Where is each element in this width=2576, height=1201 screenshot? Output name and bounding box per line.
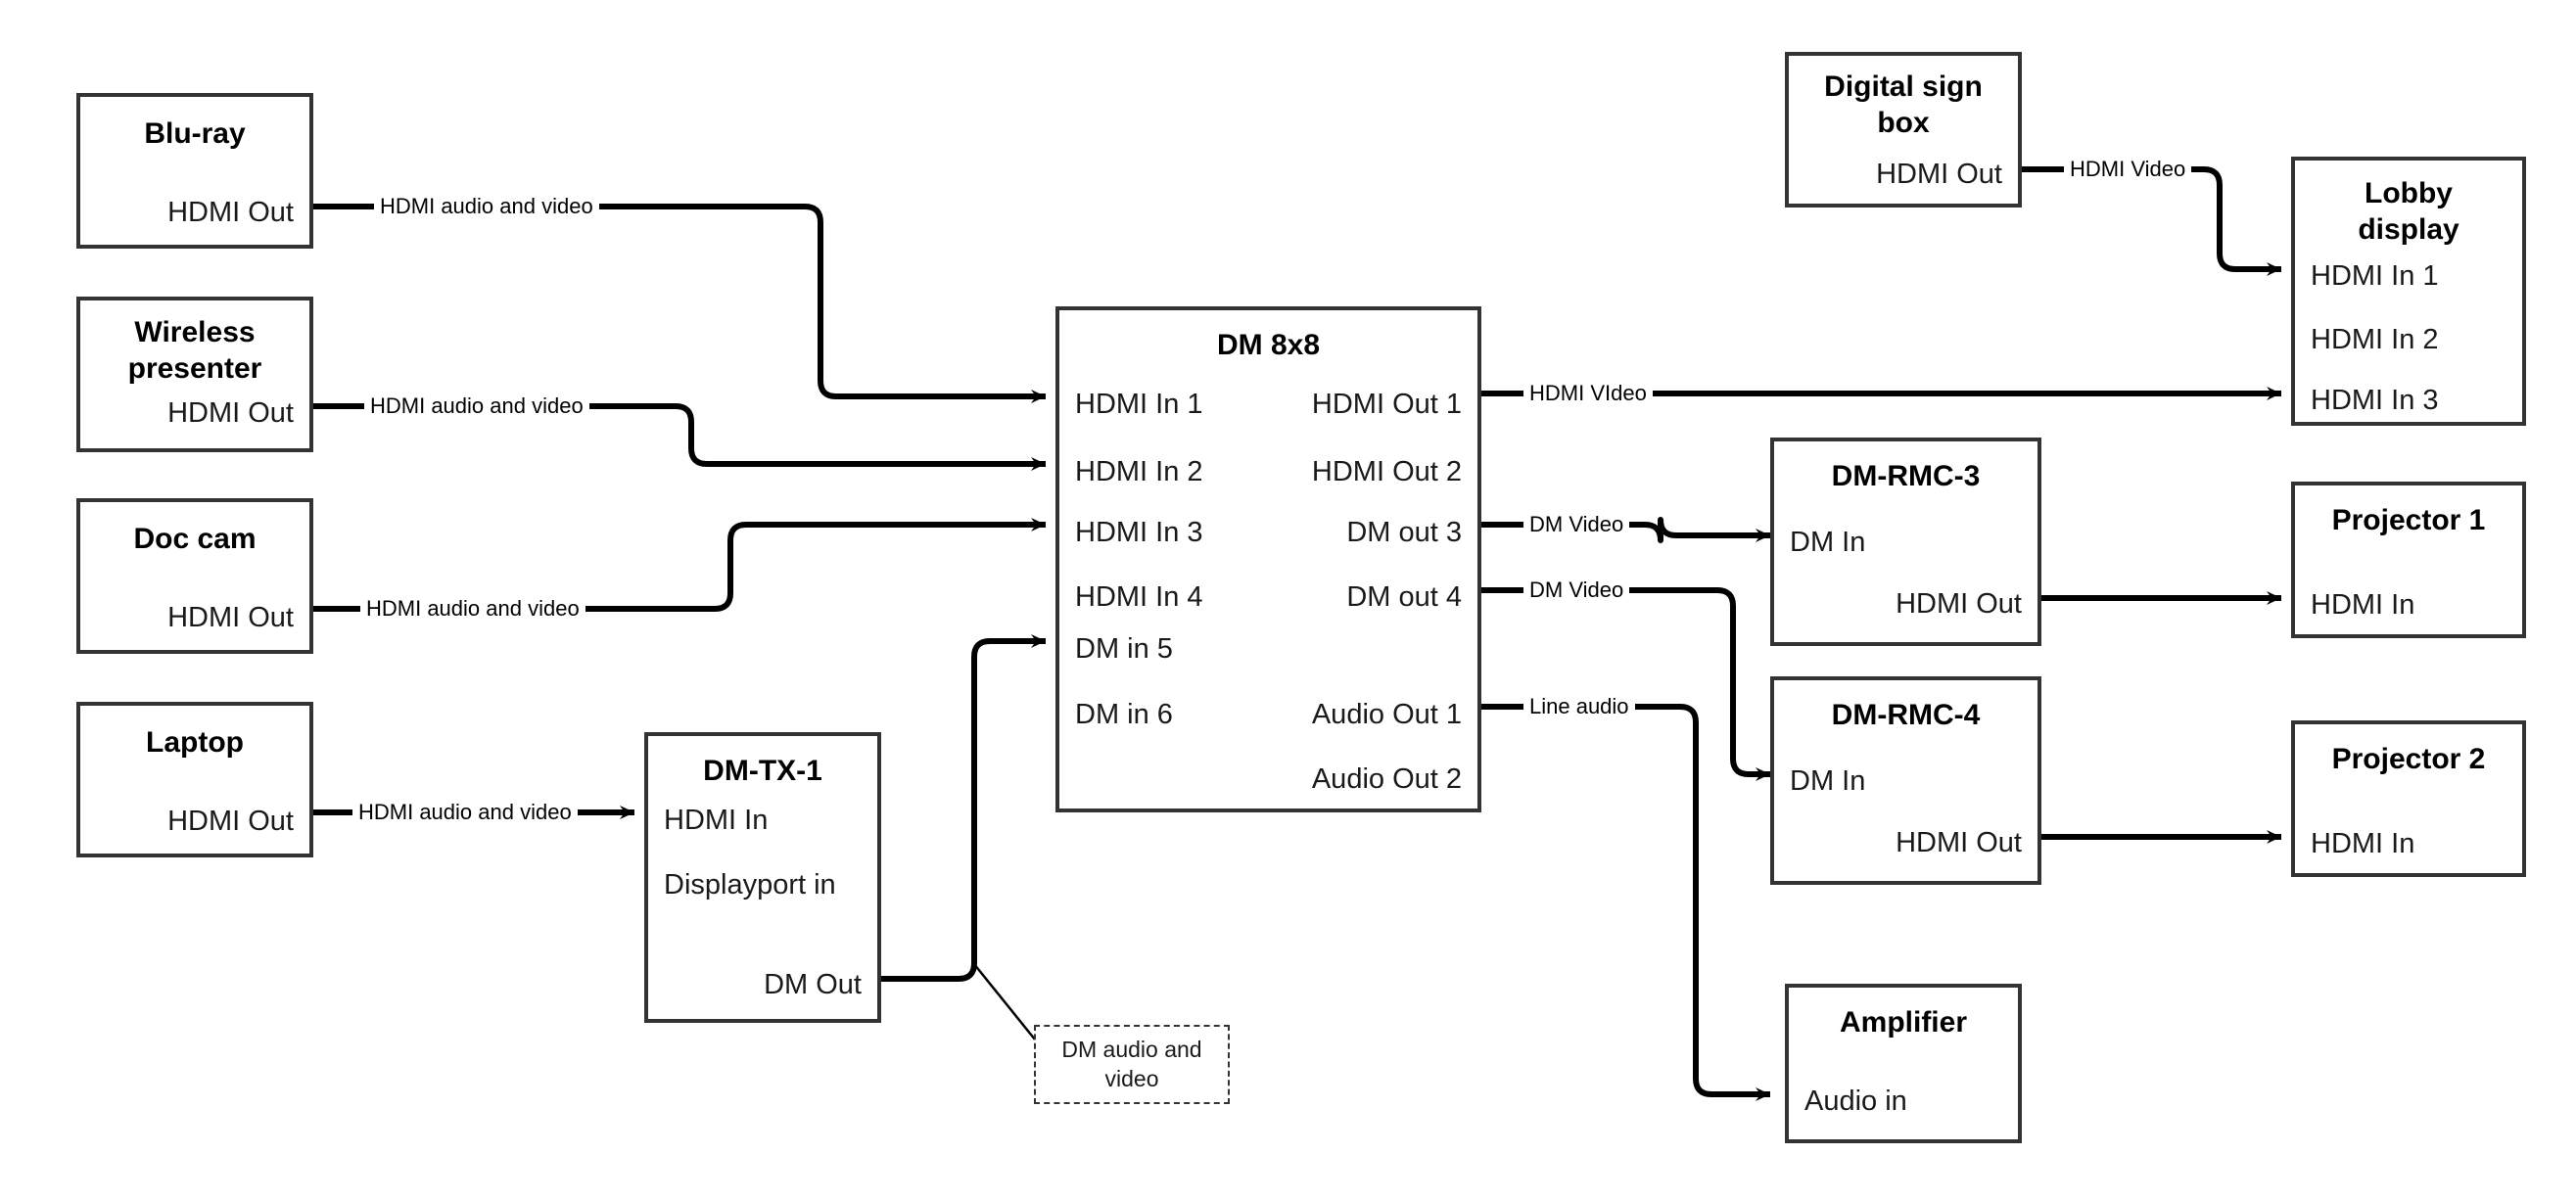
node-dm-tx-1-title: DM-TX-1 <box>703 755 822 787</box>
node-doc-cam-port-hdmi-out: HDMI Out <box>167 602 294 633</box>
node-projector-1[interactable]: Projector 1 HDMI In <box>2291 482 2526 638</box>
node-laptop[interactable]: Laptop HDMI Out <box>76 702 313 857</box>
node-amplifier[interactable]: Amplifier Audio in <box>1785 984 2022 1143</box>
node-dm-8x8-input-dm-in-6: DM in 6 <box>1075 699 1173 730</box>
node-digital-sign-box-title: Digital sign box <box>1824 70 1983 139</box>
node-bluray-title: Blu-ray <box>144 117 246 150</box>
node-dm-8x8-input-hdmi-in-2: HDMI In 2 <box>1075 456 1203 487</box>
node-doc-cam[interactable]: Doc cam HDMI Out <box>76 498 313 654</box>
node-dm-8x8-output-dm-out-4: DM out 4 <box>1346 581 1462 613</box>
node-dm-rmc-3-port-dm-in: DM In <box>1790 527 1866 558</box>
wire-wireless-to-dm8x8 <box>313 403 1046 471</box>
wire-sign-to-lobby <box>2022 166 2281 276</box>
node-lobby-display-input-hdmi-in-2: HDMI In 2 <box>2311 324 2439 355</box>
link-label-sign-to-lobby: HDMI Video <box>2064 157 2192 182</box>
node-digital-sign-box[interactable]: Digital sign box HDMI Out <box>1785 52 2022 208</box>
node-dm-8x8-output-hdmi-out-2: HDMI Out 2 <box>1311 456 1462 487</box>
node-amplifier-port-audio-in: Audio in <box>1804 1086 1907 1117</box>
node-bluray-port-hdmi-out: HDMI Out <box>167 197 294 228</box>
node-digital-sign-box-port-hdmi-out: HDMI Out <box>1876 159 2002 190</box>
node-laptop-title: Laptop <box>146 726 244 759</box>
node-dm-rmc-4[interactable]: DM-RMC-4 DM In HDMI Out <box>1770 676 2041 885</box>
wire-doccam-to-dm8x8 <box>313 518 1046 612</box>
wire-audioout1-to-amplifier <box>1481 704 1770 1101</box>
node-dm-8x8-output-hdmi-out-1: HDMI Out 1 <box>1311 389 1462 420</box>
node-dm-rmc-3-title: DM-RMC-3 <box>1831 460 1981 492</box>
link-label-hdmiout1-to-lobby: HDMI VIdeo <box>1523 381 1653 406</box>
node-amplifier-title: Amplifier <box>1839 1006 1968 1039</box>
node-dm-8x8-output-audio-out-2: Audio Out 2 <box>1311 763 1462 795</box>
link-label-wireless-to-dm8x8: HDMI audio and video <box>364 393 589 419</box>
link-label-audioout1-to-amplifier: Line audio <box>1523 694 1635 719</box>
node-bluray[interactable]: Blu-ray HDMI Out <box>76 93 313 249</box>
link-label-dmout4-to-rmc4: DM Video <box>1523 577 1630 603</box>
node-dm-8x8[interactable]: DM 8x8 HDMI In 1 HDMI In 2 HDMI In 3 HDM… <box>1055 306 1481 812</box>
node-dm-tx-1-port-dm-out: DM Out <box>764 969 862 1000</box>
node-dm-rmc-3-port-hdmi-out: HDMI Out <box>1896 588 2022 620</box>
node-dm-8x8-output-dm-out-3: DM out 3 <box>1346 517 1462 548</box>
node-lobby-display-input-hdmi-in-3: HDMI In 3 <box>2311 385 2439 416</box>
node-projector-2-port-hdmi-in: HDMI In <box>2311 828 2415 859</box>
node-lobby-display-title: Lobby display <box>2358 177 2459 246</box>
node-wireless-presenter[interactable]: Wireless presenter HDMI Out <box>76 297 313 452</box>
node-dm-tx-1-port-hdmi-in: HDMI In <box>664 805 769 836</box>
wire-dmtx1-to-dm8x8 <box>881 634 1046 982</box>
link-label-dmout3-to-rmc3: DM Video <box>1523 512 1630 537</box>
link-label-doccam-to-dm8x8: HDMI audio and video <box>360 596 585 622</box>
node-dm-rmc-4-port-dm-in: DM In <box>1790 765 1866 797</box>
node-wireless-presenter-port-hdmi-out: HDMI Out <box>167 397 294 429</box>
link-label-bluray-to-dm8x8: HDMI audio and video <box>374 194 599 219</box>
node-dm-8x8-input-hdmi-in-1: HDMI In 1 <box>1075 389 1203 420</box>
callout-dm-audio-and-video: DM audio and video <box>1034 1025 1230 1104</box>
node-projector-1-port-hdmi-in: HDMI In <box>2311 589 2415 621</box>
wire-dmout4-to-rmc4 <box>1481 587 1770 781</box>
node-laptop-port-hdmi-out: HDMI Out <box>167 806 294 837</box>
node-dm-8x8-title: DM 8x8 <box>1216 329 1321 361</box>
node-doc-cam-title: Doc cam <box>133 523 257 555</box>
node-lobby-display-input-hdmi-in-1: HDMI In 1 <box>2311 260 2439 292</box>
node-dm-8x8-output-audio-out-1: Audio Out 1 <box>1311 699 1462 730</box>
wire-bluray-to-dm8x8 <box>313 204 1046 403</box>
node-dm-tx-1[interactable]: DM-TX-1 HDMI In Displayport in DM Out <box>644 732 881 1023</box>
wire-dmout3-to-rmc3 <box>1481 517 1770 543</box>
callout-leader-line <box>973 963 1036 1040</box>
node-projector-1-title: Projector 1 <box>2331 504 2486 536</box>
node-projector-2[interactable]: Projector 2 HDMI In <box>2291 720 2526 877</box>
node-dm-8x8-input-dm-in-5: DM in 5 <box>1075 633 1173 665</box>
link-label-laptop-to-dmtx1: HDMI audio and video <box>352 800 578 825</box>
node-dm-rmc-3[interactable]: DM-RMC-3 DM In HDMI Out <box>1770 438 2041 646</box>
node-dm-rmc-4-port-hdmi-out: HDMI Out <box>1896 827 2022 858</box>
node-dm-8x8-input-hdmi-in-3: HDMI In 3 <box>1075 517 1203 548</box>
node-lobby-display[interactable]: Lobby display HDMI In 1 HDMI In 2 HDMI I… <box>2291 157 2526 426</box>
node-projector-2-title: Projector 2 <box>2331 743 2486 775</box>
node-wireless-presenter-title: Wireless presenter <box>127 316 262 385</box>
node-dm-rmc-4-title: DM-RMC-4 <box>1831 699 1981 731</box>
node-dm-8x8-input-hdmi-in-4: HDMI In 4 <box>1075 581 1203 613</box>
node-dm-tx-1-port-displayport-in: Displayport in <box>664 869 836 901</box>
